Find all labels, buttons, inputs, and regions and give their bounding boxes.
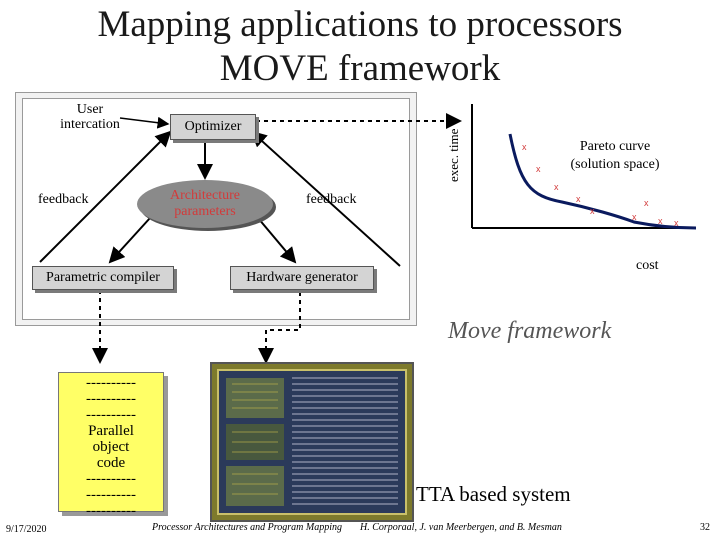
move-framework-label: Move framework (448, 318, 612, 344)
pareto-point-marker: x (590, 206, 595, 216)
pareto-point-marker: x (522, 142, 527, 152)
note-line: ---------- (86, 471, 136, 487)
hwgen-feedback-arrow (250, 130, 401, 267)
pareto-point-marker: x (554, 182, 559, 192)
feedback-right-label: feedback (306, 192, 357, 207)
pareto-point-marker: x (658, 216, 663, 226)
hardware-generator-box: Hardware generator (230, 266, 374, 290)
pareto-y-axis-label: exec. time (446, 128, 461, 182)
note-line: object (92, 439, 130, 455)
slide-title-line-2: MOVE framework (219, 48, 501, 89)
chip-die-pattern (212, 364, 412, 520)
note-line: code (96, 455, 126, 471)
pareto-point-marker: x (576, 194, 581, 204)
architecture-parameters-ellipse: Architecture parameters (137, 180, 273, 228)
tta-based-system-label: TTA based system (416, 482, 571, 506)
note-line: ---------- (86, 375, 136, 391)
feedback-left-label: feedback (38, 192, 89, 207)
pareto-point-marker: x (674, 218, 679, 228)
pareto-x-axis-label: cost (636, 258, 659, 273)
note-line: ---------- (86, 503, 136, 519)
note-line: ---------- (86, 391, 136, 407)
user-to-optimizer-arrow (119, 116, 170, 129)
pareto-curve (508, 133, 697, 230)
optimizer-box: Optimizer (170, 114, 256, 140)
pareto-point-marker: x (536, 164, 541, 174)
pareto-point-marker: x (644, 198, 649, 208)
architecture-parameters-line-2: parameters (174, 204, 236, 219)
compiler-feedback-arrow (39, 130, 172, 263)
architecture-parameters-line-1: Architecture (170, 188, 240, 203)
pareto-point-marker: x (632, 212, 637, 222)
params-to-hwgen-arrow (257, 217, 297, 264)
params-to-compiler-arrow (108, 217, 151, 264)
note-line: ---------- (86, 407, 136, 423)
pareto-curve-label: Pareto curve (solution space) (570, 139, 660, 172)
note-line: ---------- (86, 487, 136, 503)
hwgen-output-arrow (258, 292, 301, 364)
footer-page-number: 32 (700, 522, 710, 533)
note-line: Parallel (88, 423, 134, 439)
footer-date: 9/17/2020 (6, 524, 47, 535)
user-interaction-label: User intercation (60, 102, 120, 132)
parametric-compiler-box: Parametric compiler (32, 266, 174, 290)
slide-title-line-1: Mapping applications to processors (97, 4, 623, 45)
footer-authors: H. Corporaal, J. van Meerbergen, and B. … (360, 522, 562, 533)
footer-course: Processor Architectures and Program Mapp… (152, 522, 342, 533)
tta-chip-image (210, 362, 414, 522)
